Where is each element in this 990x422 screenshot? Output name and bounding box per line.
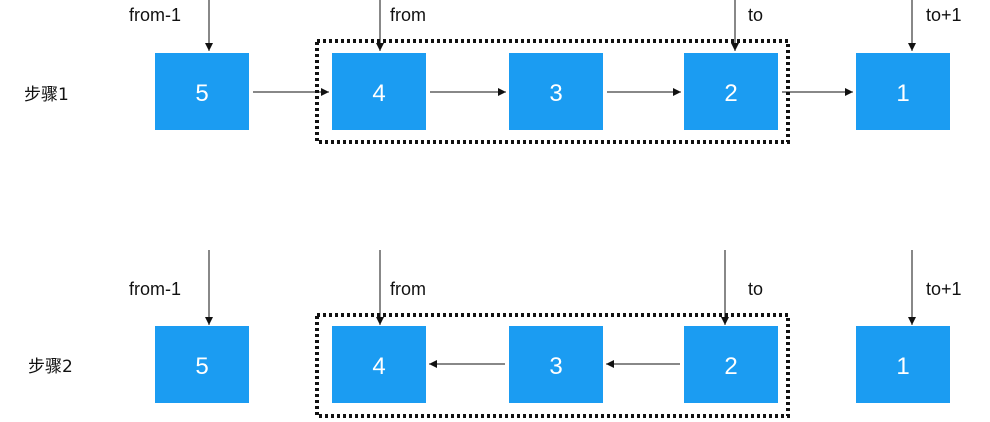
step-2-node-3: [509, 326, 603, 403]
step-1-node-1-value: 1: [896, 80, 909, 107]
step-1-pointer-to: to: [748, 5, 763, 25]
step-2-node-2: [684, 326, 778, 403]
step-1-node-5-value: 5: [195, 80, 208, 107]
step-1-node-1: [856, 53, 950, 130]
step-1-pointer-from-minus-1: from-1: [129, 5, 181, 25]
step-2-label: 步骤2: [28, 357, 73, 377]
step-2-group: 步骤2 from-1 from to to+1 5 4 3 2 1: [28, 250, 962, 418]
step-2-pointer-to-plus-1: to+1: [926, 279, 962, 299]
step-2-node-1: [856, 326, 950, 403]
step-1-label: 步骤1: [24, 85, 69, 105]
step-1-node-4: [332, 53, 426, 130]
step-2-node-1-value: 1: [896, 353, 909, 380]
step-2-node-2-value: 2: [724, 353, 737, 380]
step-1-node-3: [509, 53, 603, 130]
step-2-node-5: [155, 326, 249, 403]
step-1-node-3-value: 3: [549, 80, 562, 107]
step-2-pointer-to: to: [748, 279, 763, 299]
step-2-pointer-from: from: [390, 279, 426, 299]
step-2-node-5-value: 5: [195, 353, 208, 380]
step-2-pointer-from-minus-1: from-1: [129, 279, 181, 299]
step-2-node-4-value: 4: [372, 353, 385, 380]
step-1-group: 步骤1 from-1 from to to+1 5 4 3 2 1: [24, 0, 962, 144]
step-2-node-4: [332, 326, 426, 403]
step-1-node-2: [684, 53, 778, 130]
step-1-pointer-from: from: [390, 5, 426, 25]
step-1-node-2-value: 2: [724, 80, 737, 107]
step-1-node-5: [155, 53, 249, 130]
step-2-range-box: [315, 313, 790, 418]
step-1-node-4-value: 4: [372, 80, 385, 107]
step-2-node-3-value: 3: [549, 353, 562, 380]
step-1-pointer-to-plus-1: to+1: [926, 5, 962, 25]
